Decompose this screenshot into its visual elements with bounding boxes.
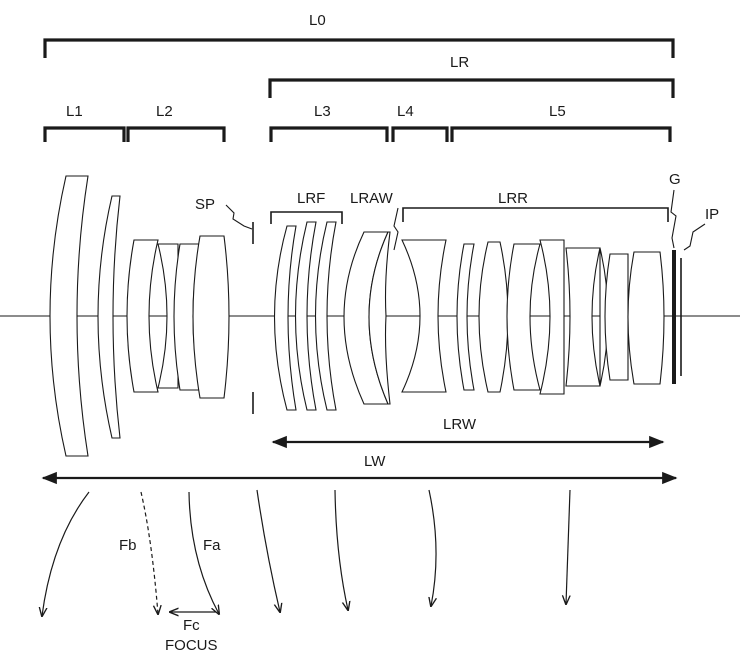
glass-block-G — [672, 250, 676, 384]
lens-L4-1 — [401, 239, 447, 393]
bracket-LR — [268, 78, 675, 98]
label-LRR: LRR — [498, 190, 528, 207]
lens-L5-2 — [478, 241, 509, 393]
lens-L2-1 — [126, 239, 159, 393]
leader-LRAW — [393, 207, 399, 251]
lens-L3-3 — [314, 221, 337, 411]
group-L2-lenses — [126, 235, 230, 399]
label-LRAW: LRAW — [350, 190, 394, 207]
bracket-L1 — [43, 126, 126, 142]
lens-L2-2 — [157, 243, 179, 389]
label-Fa: Fa — [203, 537, 221, 554]
lens-L5-7 — [604, 253, 629, 381]
leader-SP — [225, 204, 253, 230]
label-L4: L4 — [397, 103, 414, 120]
lens-L5-3 — [506, 243, 541, 391]
group-L3-lenses — [273, 221, 391, 411]
group-L1-lenses — [49, 175, 121, 457]
move-arrow-L4 — [334, 489, 348, 610]
group-labels: L0 LR L1 L2 L3 L4 L5 SP LRF LRAW LRR G I… — [66, 12, 719, 654]
lens-L5-1 — [456, 243, 475, 391]
lens-L1-2 — [97, 195, 121, 439]
bracket-L4 — [391, 126, 449, 142]
label-LW: LW — [364, 453, 386, 470]
lens-L3-1 — [273, 225, 297, 411]
label-L5: L5 — [549, 103, 566, 120]
label-LR: LR — [450, 54, 469, 71]
label-Fb: Fb — [119, 537, 137, 554]
lens-L1-1 — [49, 175, 89, 457]
lens-L5-5 — [565, 247, 601, 387]
move-arrow-L3 — [256, 489, 280, 612]
group-L5-lenses — [456, 239, 665, 395]
move-arrow-L5a — [429, 489, 436, 606]
lens-L2-4 — [192, 235, 230, 399]
lens-L3-2 — [294, 221, 317, 411]
move-arrow-Fa — [188, 491, 219, 614]
lens-L3-5 — [368, 231, 391, 405]
bracket-LRR — [402, 207, 669, 222]
bracket-L2 — [126, 126, 226, 142]
label-L2: L2 — [156, 103, 173, 120]
label-LRW: LRW — [443, 416, 477, 433]
label-Fc: Fc — [183, 617, 200, 634]
label-G: G — [669, 171, 681, 188]
label-LRF: LRF — [297, 190, 325, 207]
lens-L5-8 — [627, 251, 665, 385]
bracket-LRF — [270, 211, 343, 224]
move-arrow-L1 — [42, 491, 90, 616]
bracket-L5 — [450, 126, 672, 142]
label-L3: L3 — [314, 103, 331, 120]
label-L0: L0 — [309, 12, 326, 29]
label-FOCUS: FOCUS — [165, 637, 218, 654]
bracket-L3 — [269, 126, 389, 142]
group-brackets — [43, 38, 675, 224]
move-arrow-L5b — [566, 489, 570, 604]
leader-G — [670, 189, 677, 249]
label-IP: IP — [705, 206, 719, 223]
label-L1: L1 — [66, 103, 83, 120]
lens-L5-4 — [539, 239, 565, 395]
move-arrow-Fb — [140, 491, 158, 614]
movement-arrows — [42, 489, 570, 616]
label-SP: SP — [195, 196, 215, 213]
group-L4-lenses — [401, 239, 447, 393]
leader-IP — [683, 223, 706, 251]
bracket-L0 — [43, 38, 675, 58]
